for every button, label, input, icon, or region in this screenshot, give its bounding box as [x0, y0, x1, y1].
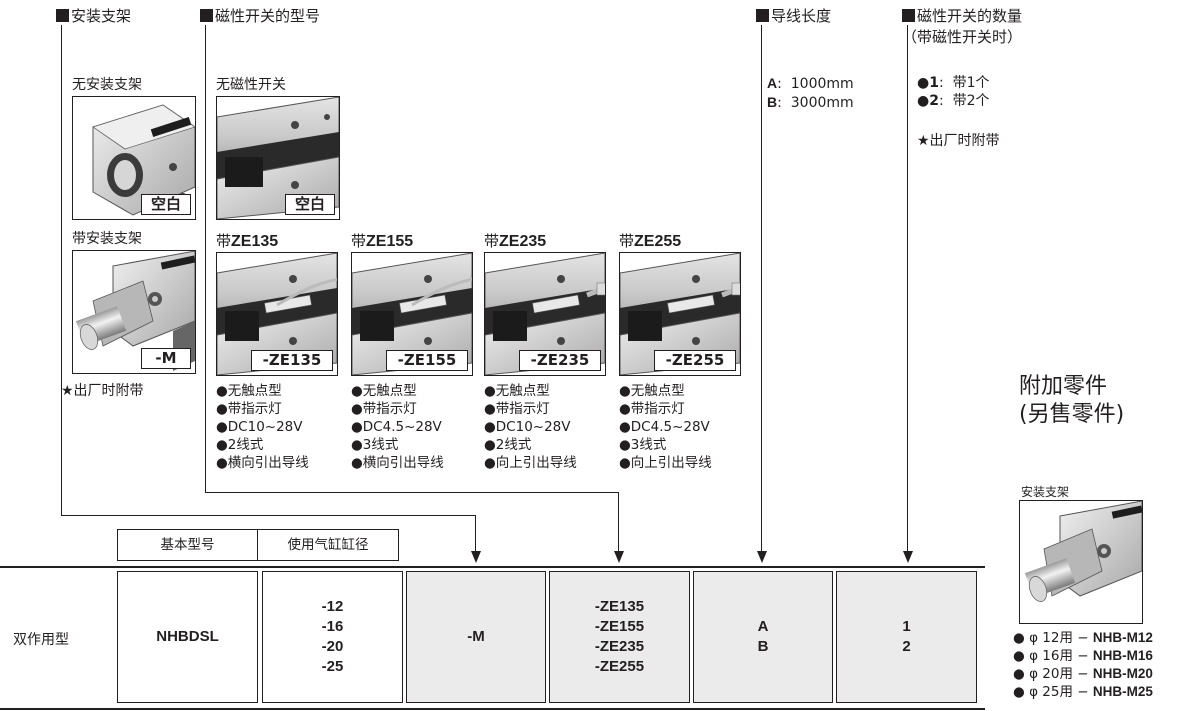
switch-feature: ●3线式: [619, 437, 667, 453]
square-marker-icon: [56, 9, 69, 22]
lead-option-b: B: 3000mm: [767, 94, 854, 111]
arrow-down-icon: [471, 551, 481, 563]
switch-none-photo: 空白: [216, 96, 340, 220]
col-basic-model: 基本型号: [117, 529, 258, 561]
cell-basic-model: NHBDSL: [117, 571, 258, 703]
count-note: ★出厂时附带: [917, 133, 1000, 149]
switch-features: ●无触点型 ●带指示灯 ●DC4.5~28V ●3线式 ●向上引出导线: [619, 382, 712, 472]
switch-code: -ZE255: [654, 350, 736, 371]
row-label: 双作用型: [13, 632, 69, 648]
switch-model-heading: 带ZE135: [216, 232, 279, 250]
accessory-item: ● φ 20用 − NHB-M20: [1013, 666, 1153, 682]
switch-feature: ●向上引出导线: [484, 455, 577, 471]
header-switch-count: 磁性开关的数量: [902, 7, 1022, 25]
bracket-note: ★出厂时附带: [61, 383, 144, 399]
lead-option-a: A: 1000mm: [767, 75, 854, 92]
accessory-list: ● φ 12用 − NHB-M12 ● φ 16用 − NHB-M16 ● φ …: [1013, 629, 1153, 701]
header-switch-count-sub: （带磁性开关时）: [902, 28, 1023, 46]
switch-code: -ZE235: [519, 350, 601, 371]
switch-code: -ZE155: [386, 350, 468, 371]
switch-photo: -ZE135: [216, 252, 338, 376]
count-options: ●1: 带1个 ●2: 带2个: [917, 74, 990, 110]
table-top-rule: [0, 566, 985, 568]
cell-bores: -12-16-20-25: [262, 571, 403, 703]
switch-photo: -ZE255: [619, 252, 741, 376]
switch-feature: ●带指示灯: [216, 401, 282, 417]
cell-bracket: -M: [406, 571, 546, 703]
switch-feature: ●无触点型: [216, 383, 282, 399]
bracket-none-label: 无安装支架: [72, 77, 142, 93]
bracket-none-code: 空白: [141, 194, 191, 215]
switch-feature: ●向上引出导线: [619, 455, 712, 471]
switch-model-heading: 带ZE155: [351, 232, 414, 250]
header-switch-model: 磁性开关的型号: [200, 7, 320, 25]
switch-code: -ZE135: [251, 350, 333, 371]
lead-options: A: 1000mm B: 3000mm: [767, 74, 854, 112]
switch-feature: ●无触点型: [484, 383, 550, 399]
square-marker-icon: [200, 9, 213, 22]
switch-feature: ●无触点型: [619, 383, 685, 399]
switch-feature: ●横向引出导线: [216, 455, 309, 471]
count-option-2: ●2: 带2个: [917, 93, 990, 109]
switch-photo: -ZE155: [351, 252, 473, 376]
switch-feature: ●带指示灯: [351, 401, 417, 417]
square-marker-icon: [902, 9, 915, 22]
switch-feature: ●DC10~28V: [484, 419, 571, 435]
switch-none-label: 无磁性开关: [216, 77, 286, 93]
bracket-with-label: 带安装支架: [72, 231, 142, 247]
switch-feature: ●2线式: [216, 437, 264, 453]
col-bore: 使用气缸缸径: [257, 529, 399, 561]
switch-feature: ●横向引出导线: [351, 455, 444, 471]
switch-features: ●无触点型 ●带指示灯 ●DC10~28V ●2线式 ●向上引出导线: [484, 382, 577, 472]
arrow-down-icon: [903, 551, 913, 563]
switch-model-heading: 带ZE235: [484, 232, 547, 250]
switch-feature: ●3线式: [351, 437, 399, 453]
table-bottom-rule: [0, 708, 985, 710]
accessory-subtitle: (另售零件): [1019, 402, 1125, 427]
accessory-photo: [1019, 500, 1143, 624]
switch-feature: ●2线式: [484, 437, 532, 453]
bracket-with-photo: -M: [72, 250, 196, 374]
accessory-item: ● φ 16用 − NHB-M16: [1013, 648, 1153, 664]
header-bracket: 安装支架: [56, 7, 131, 25]
switch-feature: ●DC4.5~28V: [619, 419, 710, 435]
switch-none-code: 空白: [285, 194, 335, 215]
switch-feature: ●带指示灯: [619, 401, 685, 417]
switch-model-heading: 带ZE255: [619, 232, 682, 250]
cell-switch-codes: -ZE135-ZE155-ZE235-ZE255: [549, 571, 690, 703]
switch-feature: ●DC10~28V: [216, 419, 303, 435]
square-marker-icon: [756, 9, 769, 22]
switch-photo: -ZE235: [484, 252, 606, 376]
switch-features: ●无触点型 ●带指示灯 ●DC4.5~28V ●3线式 ●横向引出导线: [351, 382, 444, 472]
accessory-item: ● φ 12用 − NHB-M12: [1013, 630, 1153, 646]
switch-features: ●无触点型 ●带指示灯 ●DC10~28V ●2线式 ●横向引出导线: [216, 382, 309, 472]
bracket-none-photo: 空白: [72, 96, 196, 220]
header-lead-length: 导线长度: [756, 7, 831, 25]
switch-feature: ●DC4.5~28V: [351, 419, 442, 435]
count-option-1: ●1: 带1个: [917, 75, 990, 91]
switch-feature: ●无触点型: [351, 383, 417, 399]
switch-feature: ●带指示灯: [484, 401, 550, 417]
bracket-with-code: -M: [141, 348, 191, 369]
arrow-down-icon: [614, 551, 624, 563]
accessory-photo-label: 安装支架: [1021, 485, 1070, 499]
accessory-title: 附加零件: [1019, 374, 1108, 399]
arrow-down-icon: [757, 551, 767, 563]
accessory-item: ● φ 25用 − NHB-M25: [1013, 684, 1153, 700]
